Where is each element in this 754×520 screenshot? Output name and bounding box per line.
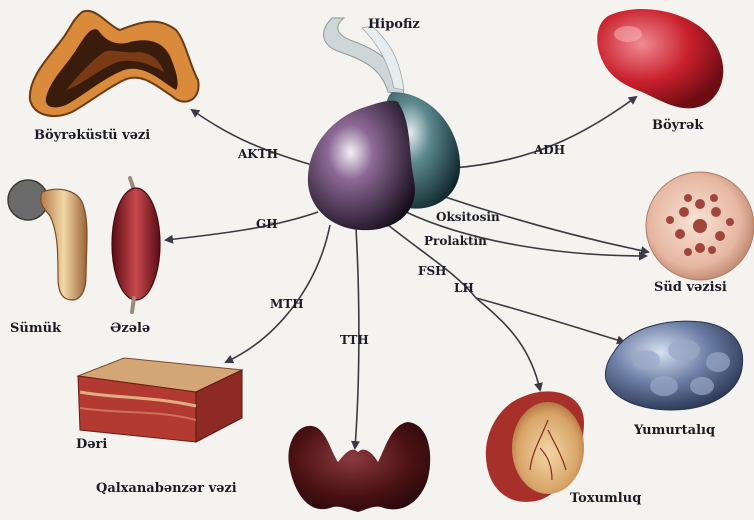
arrow-msh bbox=[226, 225, 330, 362]
thyroid-shape bbox=[288, 422, 430, 512]
label-hipofiz: Hipofiz bbox=[368, 17, 420, 32]
testis-body bbox=[512, 402, 584, 494]
testis-illustration bbox=[486, 391, 584, 502]
arrow-lh-ovary bbox=[476, 298, 624, 342]
label-gh: GH bbox=[256, 217, 278, 231]
thyroid-illustration bbox=[288, 422, 430, 512]
muscle-tendon-bottom bbox=[132, 298, 134, 312]
kidney-illustration bbox=[597, 9, 723, 108]
ovary-illustration bbox=[605, 321, 742, 410]
arrow-lh-testis bbox=[476, 298, 540, 390]
label-tsh: TTH bbox=[340, 333, 369, 347]
kidney-shape bbox=[597, 9, 723, 108]
label-acth: AKTH bbox=[237, 147, 278, 161]
label-adrenal: Böyrəküstü vəzi bbox=[34, 128, 150, 143]
label-testis: Toxumluq bbox=[570, 491, 641, 506]
pituitary-gland bbox=[308, 18, 460, 230]
label-mammary: Süd vəzisi bbox=[654, 280, 727, 295]
label-ovary: Yumurtalıq bbox=[633, 423, 715, 438]
label-fsh: FSH bbox=[418, 264, 447, 278]
label-thyroid: Qalxanabənzər vəzi bbox=[96, 481, 237, 496]
skin-illustration bbox=[78, 358, 242, 442]
label-lh: LH bbox=[454, 281, 474, 295]
label-prolactin: Prolaktin bbox=[424, 234, 487, 248]
muscle-illustration bbox=[112, 178, 160, 312]
label-oxytocin: Oksitosin bbox=[436, 210, 500, 224]
label-skin: Dəri bbox=[76, 437, 107, 452]
bone-shaft bbox=[41, 189, 87, 300]
kidney-highlight bbox=[614, 26, 642, 42]
label-kidney: Böyrək bbox=[652, 118, 704, 133]
label-bone: Sümük bbox=[10, 321, 62, 336]
adrenal-gland-illustration bbox=[30, 11, 199, 116]
bone-illustration bbox=[8, 180, 87, 300]
muscle-belly bbox=[112, 188, 160, 300]
arrow-adh bbox=[452, 97, 636, 168]
label-msh: MTH bbox=[270, 297, 304, 311]
anterior-lobe bbox=[308, 101, 415, 230]
label-muscle: Əzələ bbox=[110, 321, 150, 336]
label-adh: ADH bbox=[533, 143, 565, 157]
mammary-gland-illustration bbox=[646, 172, 754, 280]
arrow-gh bbox=[166, 212, 318, 240]
